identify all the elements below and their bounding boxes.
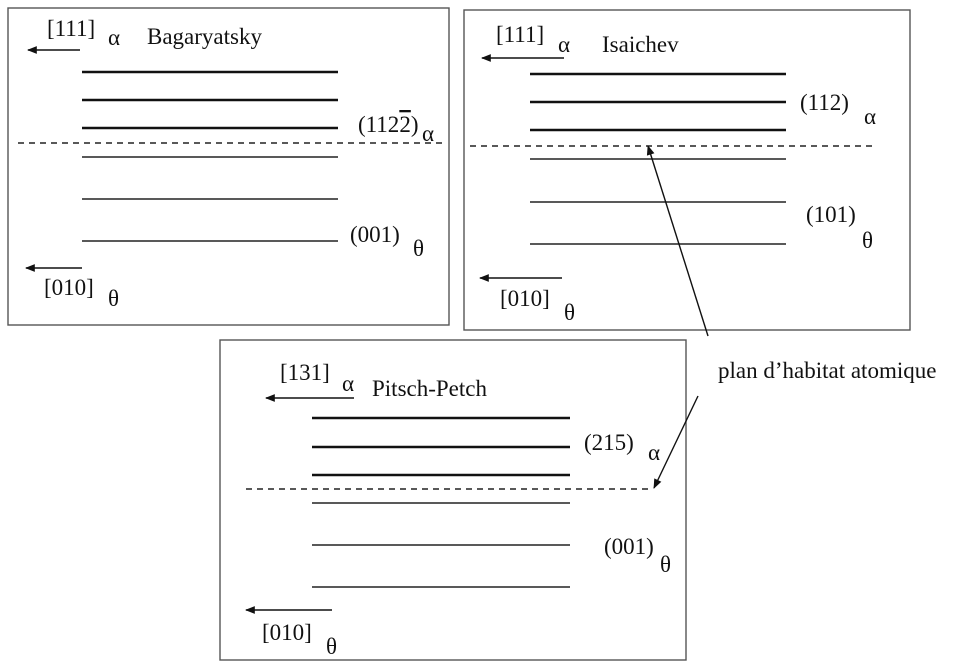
direction-bottom-label: [010] — [44, 275, 94, 300]
panel-frame — [219, 339, 687, 661]
panel-title: Pitsch-Petch — [372, 376, 487, 401]
direction-bottom-subscript: θ — [108, 286, 119, 311]
theta-plane-label: (101) — [806, 202, 856, 227]
direction-top-subscript: α — [342, 371, 354, 396]
direction-bottom-label: [010] — [262, 620, 312, 645]
theta-plane-subscript: θ — [413, 236, 424, 261]
overbar-digit: 2 — [399, 112, 411, 137]
panel-frame — [463, 9, 911, 331]
direction-top-label: [111] — [496, 22, 544, 47]
direction-top-label: [131] — [280, 360, 330, 385]
theta-plane-label: (001) — [350, 222, 400, 247]
annotation-arrow-down — [653, 395, 699, 489]
alpha-plane-subscript: α — [648, 440, 660, 465]
annotation-label: plan d’habitat atomique — [718, 358, 936, 383]
panel-bagaryatsky: [111] α Bagaryatsky (1122) α (001) θ [01… — [7, 7, 450, 326]
panel-frame — [7, 7, 450, 326]
direction-top-subscript: α — [108, 25, 120, 50]
annotation-arrow-up — [646, 145, 709, 337]
theta-plane-subscript: θ — [862, 228, 873, 253]
direction-top-subscript: α — [558, 32, 570, 57]
alpha-plane-subscript: α — [864, 104, 876, 129]
panel-title: Bagaryatsky — [147, 24, 262, 49]
panel-title: Isaichev — [602, 32, 679, 57]
alpha-plane-label: (215) — [584, 430, 634, 455]
alpha-plane-label: (1122) — [358, 112, 418, 137]
alpha-plane-label: (112) — [800, 90, 849, 115]
alpha-plane-subscript: α — [422, 121, 434, 146]
habit-plane-annotation: plan d’habitat atomique — [646, 145, 936, 489]
direction-bottom-label: [010] — [500, 286, 550, 311]
panel-pitsch-petch: [131] α Pitsch-Petch (215) α (001) θ [01… — [219, 339, 687, 661]
direction-bottom-subscript: θ — [564, 300, 575, 325]
panel-isaichev: [111] α Isaichev (112) α (101) θ [010] θ — [463, 9, 911, 331]
direction-bottom-subscript: θ — [326, 634, 337, 659]
theta-plane-label: (001) — [604, 534, 654, 559]
direction-top-label: [111] — [47, 16, 95, 41]
theta-plane-subscript: θ — [660, 552, 671, 577]
